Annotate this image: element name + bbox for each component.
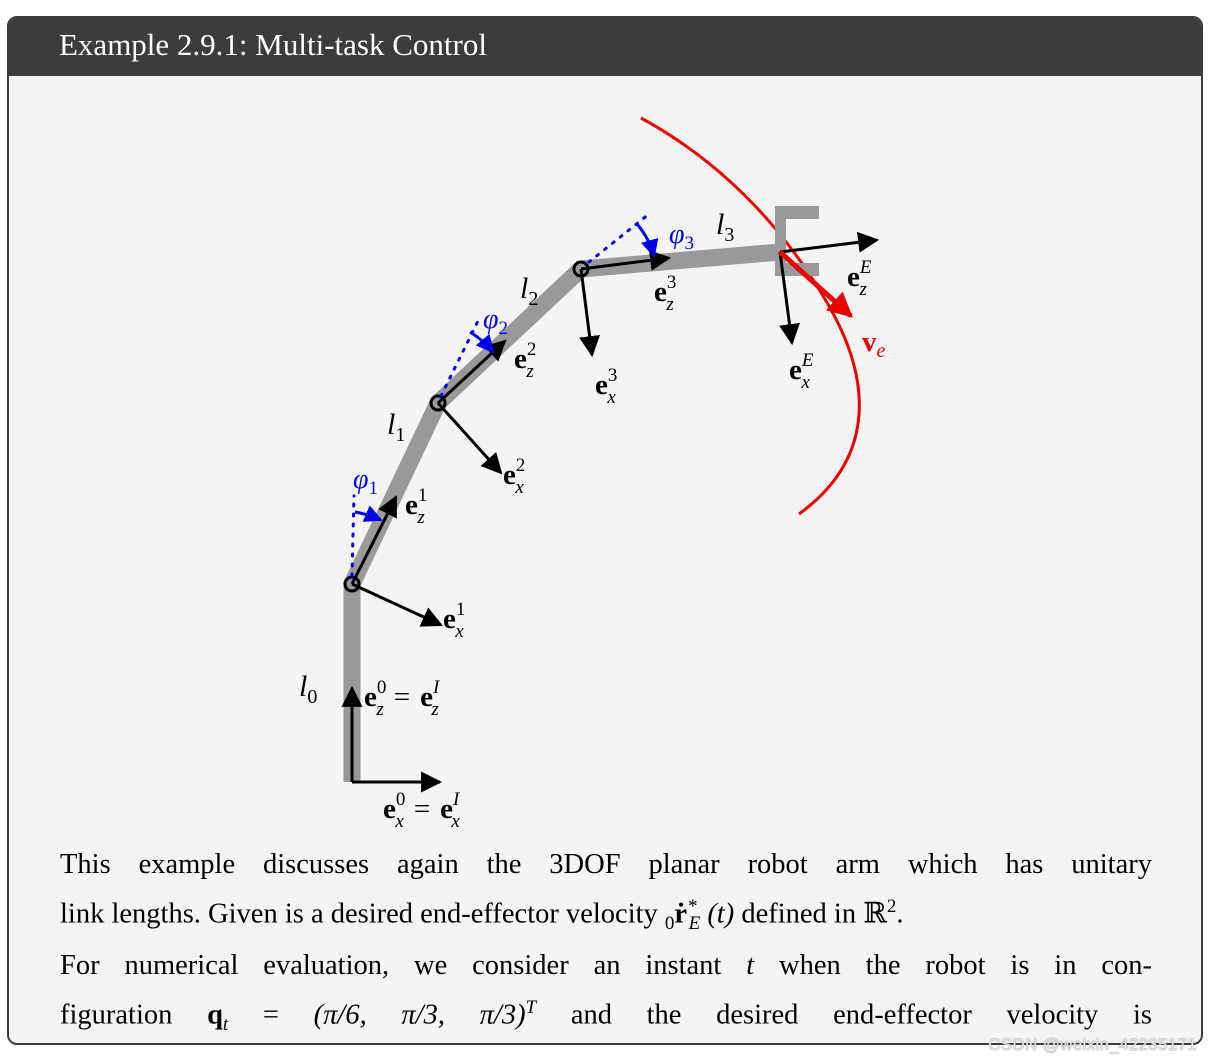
- e3x-arrow: [579, 268, 601, 358]
- e1x-arrow: [351, 582, 443, 627]
- phi2-arc: [469, 330, 495, 354]
- label-phi3: φ3: [669, 219, 694, 254]
- phi3-dotted-ref: [587, 212, 651, 264]
- label-l3: l3: [716, 208, 734, 246]
- e2z-arrow: [436, 339, 507, 405]
- phi1-arc: [354, 505, 383, 522]
- label-phi2: φ2: [483, 304, 508, 339]
- body-line-2: link lengths. Given is a desired end-eff…: [60, 896, 904, 935]
- desired-trajectory-curve: [640, 116, 861, 516]
- phi1-dotted-ref: [350, 494, 356, 578]
- label-phi1: φ1: [353, 464, 378, 499]
- e1z-arrow: [350, 495, 398, 585]
- robot-arm-diagram: l0 l1 l2 l3 φ1 φ2 φ3 e0z=eIz e0x=eIx e1z…: [299, 116, 886, 832]
- example-box: Example 2.9.1: Multi-task Control: [7, 16, 1203, 1045]
- csdn-watermark: CSDN @weixin_42235171: [988, 1035, 1197, 1054]
- label-l1: l1: [387, 408, 405, 446]
- velocity-ve-arrow: [778, 250, 853, 318]
- eEx-arrow: [778, 251, 800, 346]
- e2x-arrow: [436, 401, 503, 475]
- phi2-dotted-ref: [439, 317, 481, 398]
- e3z-arrow: [580, 249, 672, 271]
- label-ve: ve: [862, 326, 886, 362]
- joint-2-circle: [429, 394, 447, 412]
- body-line-3: For numerical evaluation, we consider an…: [60, 950, 1152, 982]
- phi3-arc: [635, 223, 659, 258]
- body-line-1: This example discusses again the 3DOF pl…: [60, 849, 1152, 880]
- body-line-4: figuration qt = (π/6, π/3, π/3)T and the…: [60, 997, 1152, 1036]
- label-l0: l0: [299, 670, 317, 708]
- label-l2: l2: [520, 272, 538, 310]
- eEz-arrow: [779, 231, 880, 254]
- example-title: Example 2.9.1: Multi-task Control: [9, 18, 1201, 76]
- example-body-text: This example discusses again the 3DOF pl…: [60, 844, 1152, 1043]
